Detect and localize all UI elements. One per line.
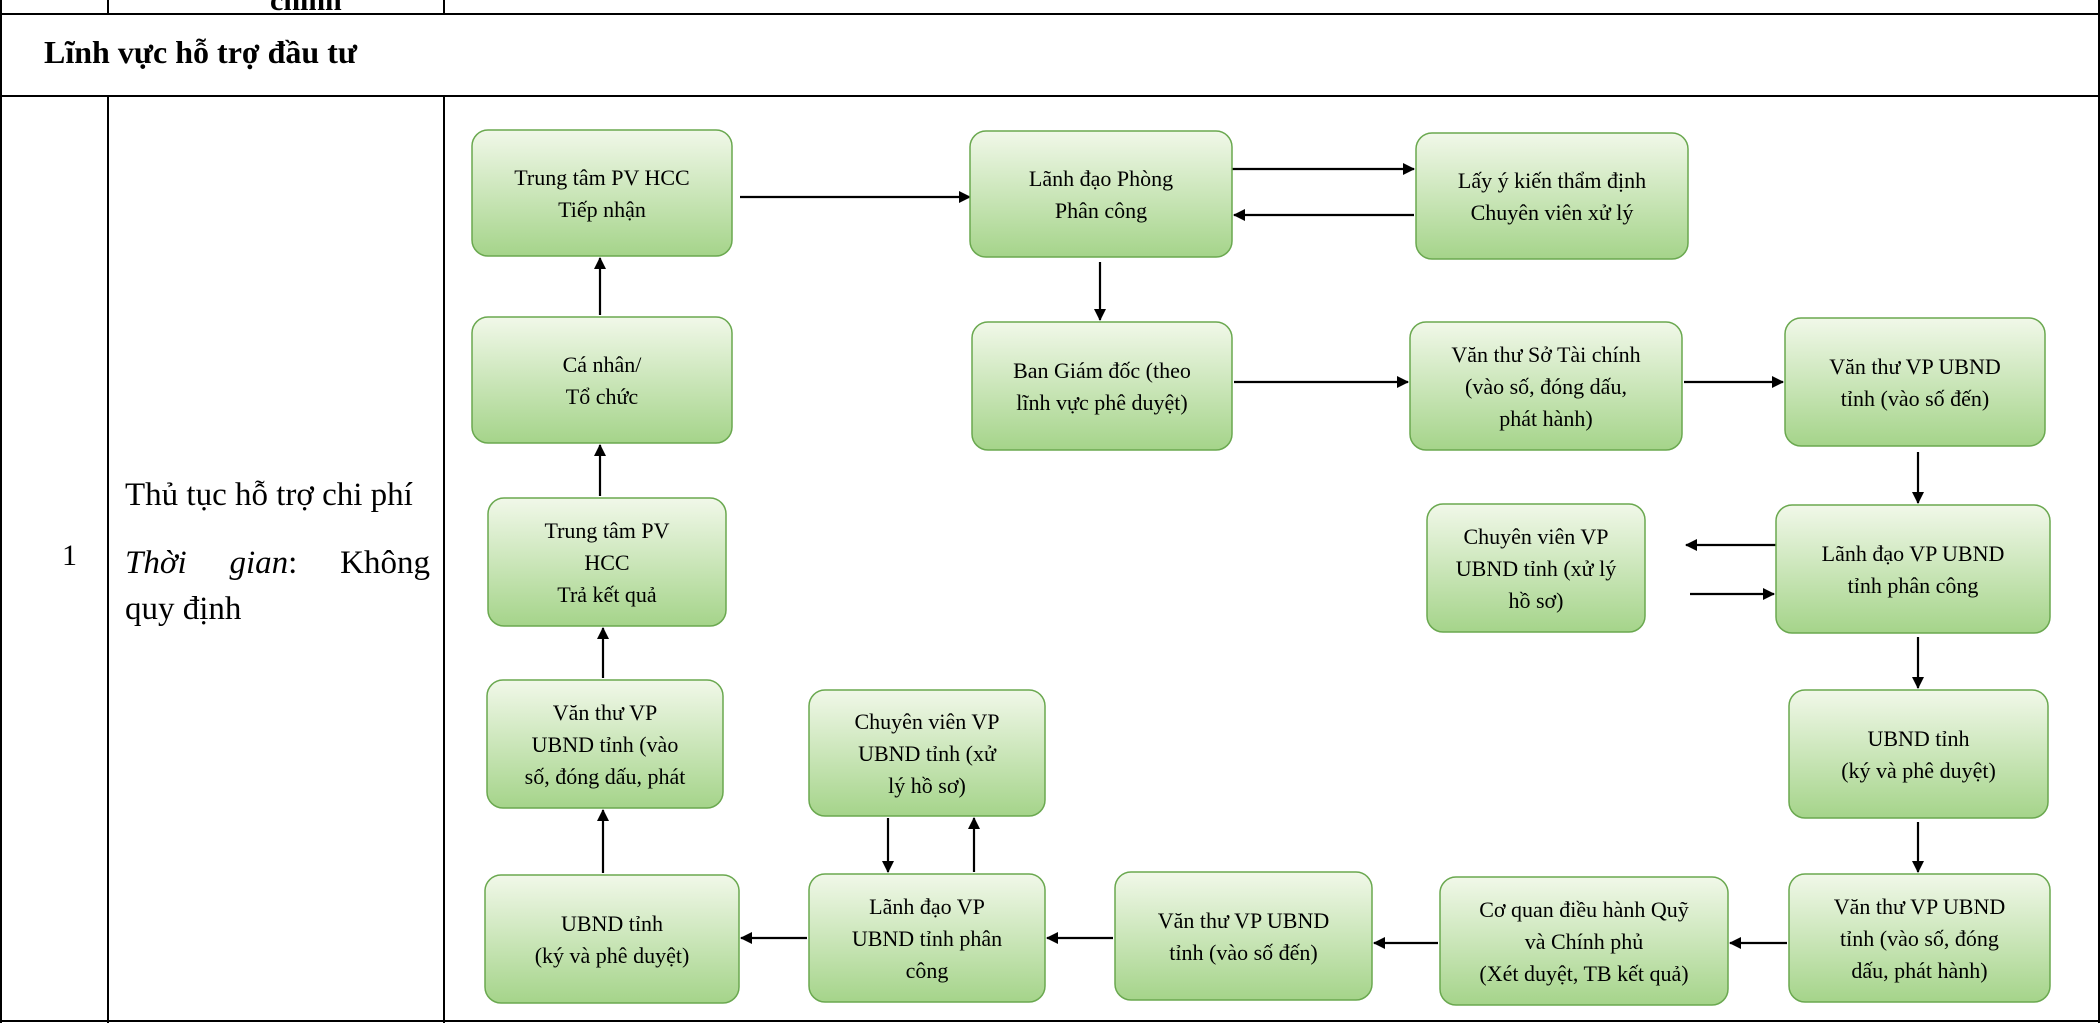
flow-box-label: Trung tâm PV — [544, 518, 669, 543]
flow-box-label: Trung tâm PV HCC — [514, 165, 689, 190]
flow-box-n5: Ban Giám đốc (theo lĩnh vực phê duyệt) — [971, 321, 1233, 451]
flow-box-label: Tổ chức — [566, 384, 639, 409]
flow-box-shape — [471, 316, 733, 444]
procedure-name: Thủ tục hỗ trợ chi phí — [125, 477, 413, 513]
flow-box-n8: Trung tâm PV HCC Trả kết quả — [487, 497, 727, 627]
flow-box-label: dấu, phát hành) — [1851, 958, 1987, 983]
flow-box-n6: Văn thư Sở Tài chính (vào số, đóng dấu, ph… — [1409, 321, 1683, 451]
flow-box-shape — [808, 689, 1046, 817]
flow-box-n7: Văn thư VP UBND tỉnh (vào số đến) — [1784, 317, 2046, 447]
flow-box-shape — [1784, 317, 2046, 447]
flow-box-shape — [969, 130, 1233, 258]
flow-box-shape — [1775, 504, 2051, 634]
flow-box-label: tỉnh phân công — [1848, 573, 1979, 598]
flow-box-label: Văn thư VP UBND — [1834, 894, 2005, 919]
flow-box-shape — [1114, 871, 1373, 1001]
flow-box-label: UBND tỉnh (vào — [532, 732, 679, 757]
flow-box-label: Chuyên viên VP — [1463, 524, 1608, 549]
flow-box-label: UBND tỉnh — [561, 911, 663, 936]
flow-box-n12: Chuyên viên VP UBND tỉnh (xử lý hồ sơ) — [808, 689, 1046, 817]
flow-box-label: công — [906, 958, 949, 983]
flow-box-shape — [1426, 503, 1646, 633]
procedure-time: Thời gian: Không — [125, 540, 430, 586]
section-title: Lĩnh vực hỗ trợ đầu tư — [44, 34, 358, 70]
time-value-1: Không — [340, 545, 430, 581]
flow-box-label: Ban Giám đốc (theo — [1013, 358, 1191, 383]
flow-box-label: lý hồ sơ) — [888, 773, 966, 798]
flow-box-label: (ký và phê duyệt) — [1841, 758, 1996, 783]
flow-box-n13: UBND tỉnh (ký và phê duyệt) — [1788, 689, 2049, 819]
flow-box-label: Cơ quan điều hành Quỹ — [1479, 897, 1689, 922]
flow-box-n15: Lãnh đạo VP UBND tỉnh phân công — [808, 873, 1046, 1003]
row-number: 1 — [62, 539, 77, 572]
procedure-cell: Thủ tục hỗ trợ chi phí Thời gian: Không … — [125, 472, 430, 632]
flow-box-n18: Văn thư VP UBND tỉnh (vào số, đóng dấu, ph… — [1788, 873, 2051, 1003]
flow-box-label: Cá nhân/ — [563, 352, 643, 377]
flow-box-shape — [1409, 321, 1683, 451]
flow-box-label: UBND tỉnh (xử lý — [1456, 556, 1616, 581]
flow-box-label: số, đóng dấu, phát — [525, 764, 686, 789]
flow-box-label: hồ sơ) — [1508, 588, 1563, 613]
flow-box-shape — [471, 129, 733, 257]
flow-box-label: Trả kết quả — [557, 582, 657, 607]
flow-box-label: (ký và phê duyệt) — [535, 943, 690, 968]
flow-box-label: Lấy ý kiến thẩm định — [1458, 168, 1646, 193]
flow-box-n9: Chuyên viên VP UBND tỉnh (xử lý hồ sơ) — [1426, 503, 1646, 633]
flow-box-shape — [1788, 873, 2051, 1003]
flow-box-label: Phân công — [1055, 198, 1147, 223]
flow-box-label: UBND tỉnh phân — [852, 926, 1002, 951]
flow-box-n11: Văn thư VP UBND tỉnh (vào số, đóng dấu, ph… — [486, 679, 724, 809]
flow-box-label: Chuyên viên xử lý — [1471, 200, 1634, 225]
flow-box-shape — [487, 497, 727, 627]
flow-box-shape — [1788, 689, 2049, 819]
flow-box-shape — [1415, 132, 1689, 260]
flow-box-label: Chuyên viên VP — [854, 709, 999, 734]
flow-box-label: tỉnh (vào số đến) — [1841, 386, 1989, 411]
flow-box-label: Lãnh đạo VP UBND — [1822, 541, 2005, 566]
flow-box-label: Lãnh đạo VP — [869, 894, 985, 919]
flow-box-n4: Cá nhân/Tổ chức — [471, 316, 733, 444]
flow-box-n1: Trung tâm PV HCC Tiếp nhận — [471, 129, 733, 257]
flow-box-label: Văn thư VP UBND — [1158, 908, 1329, 933]
flow-box-n14: UBND tỉnh (ký và phê duyệt) — [484, 874, 740, 1004]
flow-box-label: Văn thư Sở Tài chính — [1451, 342, 1640, 367]
flow-box-n16: Văn thư VP UBND tỉnh (vào số đến) — [1114, 871, 1373, 1001]
flow-box-label: (vào số, đóng dấu, — [1465, 374, 1627, 399]
flow-box-label: lĩnh vực phê duyệt) — [1016, 390, 1187, 415]
flow-box-shape — [971, 321, 1233, 451]
flow-box-label: Văn thư VP — [553, 700, 657, 725]
time-colon: : — [288, 545, 298, 581]
flow-box-label: Lãnh đạo Phòng — [1029, 166, 1173, 191]
flow-box-shape — [484, 874, 740, 1004]
flow-box-shape — [1439, 876, 1729, 1006]
flow-box-label: Văn thư VP UBND — [1829, 354, 2000, 379]
flow-box-label: UBND tỉnh — [1867, 726, 1969, 751]
flow-box-label: UBND tỉnh (xử — [858, 741, 997, 766]
flow-box-label: tỉnh (vào số đến) — [1169, 940, 1317, 965]
time-value-2: quy định — [125, 591, 242, 627]
flow-box-label: và Chính phủ — [1525, 929, 1644, 954]
time-label: Thời gian — [125, 545, 289, 581]
flow-box-shape — [808, 873, 1046, 1003]
flow-box-n17: Cơ quan điều hành Quỹ và Chính phủ (Xét du… — [1439, 876, 1729, 1006]
flow-box-label: (Xét duyệt, TB kết quả) — [1479, 961, 1688, 986]
flow-box-label: phát hành) — [1499, 406, 1592, 431]
flow-box-label: HCC — [584, 550, 629, 575]
flow-box-shape — [486, 679, 724, 809]
flow-box-label: tỉnh (vào số, đóng — [1840, 926, 1999, 951]
flow-box-n10: Lãnh đạo VP UBND tỉnh phân công — [1775, 504, 2051, 634]
previous-row-text: chính — [270, 0, 342, 17]
flow-box-label: Tiếp nhận — [558, 197, 646, 222]
